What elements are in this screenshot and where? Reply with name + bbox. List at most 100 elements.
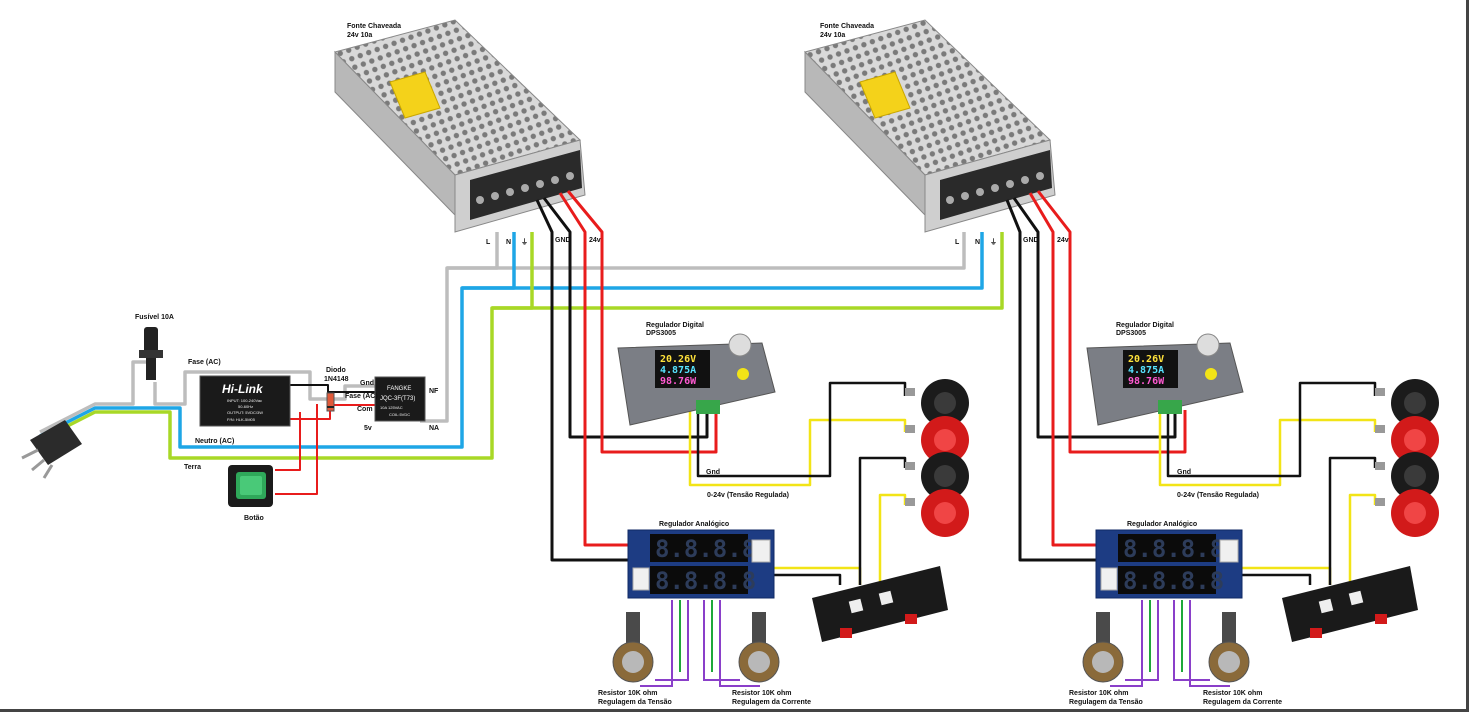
hilink-module: Hi-Link INPUT: 100-240Vac 50-60Hz OUTPUT… bbox=[199, 375, 291, 427]
5v-wire bbox=[290, 404, 380, 420]
dps-1-title: Regulador Digital bbox=[646, 322, 704, 329]
dps-1-power: 98.76W bbox=[660, 376, 697, 387]
dps-1-voltage-wire bbox=[688, 410, 907, 487]
output-wiring bbox=[688, 381, 1377, 585]
relay-gnd-label: Gnd bbox=[360, 380, 374, 387]
supply-1-terminals bbox=[476, 172, 574, 204]
relay: FANGKE JQC-3F(T73) 10A 125VAC COIL:5VDC bbox=[374, 376, 426, 422]
supply-2-l-label: L bbox=[955, 239, 960, 246]
binding-posts-1 bbox=[905, 379, 969, 537]
supply-2-24v-wire bbox=[1028, 192, 1100, 547]
pot-2-current-resistor-label: Resistor 10K ohm bbox=[1203, 690, 1263, 697]
analog-2-gnd-wire bbox=[1240, 573, 1312, 585]
hilink-brand: Hi-Link bbox=[222, 382, 264, 396]
dps-module-2: 20.26V 4.875A 98.76W Regulador Digital D… bbox=[1086, 322, 1244, 426]
diode: Diodo 1N4148 bbox=[324, 367, 349, 412]
analog-module-1: 8.8.8.8 8.8.8.8 Regulador Analógico bbox=[627, 521, 775, 599]
phase-wire bbox=[39, 360, 150, 434]
push-button bbox=[228, 465, 273, 507]
pot-wiring bbox=[640, 600, 1230, 687]
supply-1-24v-label: 24v bbox=[589, 237, 601, 244]
dps-2-title: Regulador Digital bbox=[1116, 322, 1174, 329]
earth-label: Terra bbox=[184, 464, 201, 471]
dps-1-gnd-wire bbox=[696, 381, 907, 478]
pot-1-voltage-resistor-label: Resistor 10K ohm bbox=[598, 690, 658, 697]
diode-model: 1N4148 bbox=[324, 376, 349, 383]
potentiometer-current-1 bbox=[738, 612, 780, 683]
relay-na-label: NA bbox=[429, 425, 439, 432]
output-2-voltage-label: 0-24v (Tensão Regulada) bbox=[1177, 492, 1259, 499]
button-wire bbox=[275, 412, 301, 471]
analog-2-out-wire bbox=[1348, 493, 1377, 585]
supply-1-gnd-wire bbox=[542, 197, 709, 439]
supply-2-earth-icon: ⏚ bbox=[990, 238, 997, 246]
pot-2v-wire bbox=[1110, 600, 1143, 687]
relay-model: JQC-3F(T73) bbox=[380, 396, 415, 402]
dps-2-gnd-wire bbox=[1166, 381, 1377, 478]
potentiometer-voltage-2 bbox=[1082, 612, 1124, 683]
supply-1-earth-icon: ⏚ bbox=[521, 238, 528, 246]
phase-wire bbox=[447, 232, 966, 270]
pot-1c-wire bbox=[703, 600, 740, 681]
phase-wire bbox=[153, 370, 380, 406]
analog-2-out-wire bbox=[1240, 566, 1332, 585]
dps-2-power: 98.76W bbox=[1128, 376, 1165, 387]
fuse-holder: Fusível 10A bbox=[135, 314, 174, 380]
supply-1-gnd-label: GND bbox=[555, 237, 571, 244]
pot-2v-wire bbox=[1125, 600, 1159, 681]
dps-2-current: 4.875A bbox=[1128, 365, 1164, 376]
supply-2-gnd-label: GND bbox=[1023, 237, 1039, 244]
button-wire bbox=[275, 404, 318, 495]
supply-2-gnd-wire bbox=[1012, 197, 1177, 439]
supply-2-terminals bbox=[946, 172, 1044, 204]
potentiometer-current-2 bbox=[1208, 612, 1250, 683]
ground-wire bbox=[492, 232, 1004, 310]
terminal-block-2 bbox=[1282, 566, 1418, 642]
pot-2-voltage-function-label: Regulagem da Tensão bbox=[1069, 699, 1143, 706]
supply-1-title: Fonte Chaveada bbox=[347, 23, 401, 30]
supply-2-24v-wire bbox=[1036, 190, 1187, 454]
hilink-spec-1: INPUT: 100-240Vac bbox=[227, 398, 262, 403]
supply-2-n-label: N bbox=[975, 239, 980, 246]
dps-module-1: 20.26V 4.875A 98.76W Regulador Digital D… bbox=[617, 322, 776, 426]
analog-2-display-bottom: 8.8.8.8 bbox=[1123, 567, 1224, 595]
pot-1v-wire bbox=[655, 600, 689, 681]
supply-2-spec: 24v 10a bbox=[820, 32, 845, 39]
dps-2-model: DPS3005 bbox=[1116, 330, 1146, 337]
hilink-spec-2: 50-60Hz bbox=[238, 404, 253, 409]
supply-1-l-label: L bbox=[486, 239, 491, 246]
analog-1-title: Regulador Analógico bbox=[659, 521, 729, 528]
analog-1-gnd-wire bbox=[772, 573, 842, 585]
pot-1-voltage-function-label: Regulagem da Tensão bbox=[598, 699, 672, 706]
dps-1-voltage: 20.26V bbox=[660, 354, 696, 365]
hilink-spec-4: P/N: HLK-5M05 bbox=[227, 417, 256, 422]
analog-1-out-wire bbox=[878, 493, 907, 585]
analog-1-gnd-wire bbox=[858, 456, 907, 585]
analog-1-display-bottom: 8.8.8.8 bbox=[655, 567, 756, 595]
neutral-label: Neutro (AC) bbox=[195, 438, 234, 445]
relay-5v-label: 5v bbox=[364, 425, 372, 432]
analog-1-out-wire bbox=[772, 566, 862, 585]
relay-nf-label: NF bbox=[429, 388, 439, 395]
analog-1-display-top: 8.8.8.8 bbox=[655, 535, 756, 563]
fuse-label: Fusível 10A bbox=[135, 314, 174, 321]
pot-1v-wire bbox=[640, 600, 673, 687]
supply-2-title: Fonte Chaveada bbox=[820, 23, 874, 30]
pot-2c-wire bbox=[1189, 600, 1230, 687]
relay-coil: COIL:5VDC bbox=[389, 412, 410, 417]
supply-2-24v-label: 24v bbox=[1057, 237, 1069, 244]
relay-com-label: Com bbox=[357, 406, 373, 413]
phase-label-1: Fase (AC) bbox=[188, 359, 221, 366]
output-1-gnd-label: Gnd bbox=[706, 469, 720, 476]
dps-2-voltage-wire bbox=[1158, 410, 1377, 487]
potentiometer-voltage-1 bbox=[612, 612, 654, 683]
supply-1-spec: 24v 10a bbox=[347, 32, 372, 39]
dps-1-current: 4.875A bbox=[660, 365, 696, 376]
power-supply-2: Fonte Chaveada 24v 10a L N ⏚ GND 24v bbox=[804, 19, 1069, 246]
output-2-gnd-label: Gnd bbox=[1177, 469, 1191, 476]
power-supply-1: Fonte Chaveada 24v 10a L N ⏚ GND 24v bbox=[334, 19, 601, 246]
analog-2-display-top: 8.8.8.8 bbox=[1123, 535, 1224, 563]
diode-label: Diodo bbox=[326, 367, 346, 374]
analog-2-gnd-wire bbox=[1328, 456, 1377, 585]
